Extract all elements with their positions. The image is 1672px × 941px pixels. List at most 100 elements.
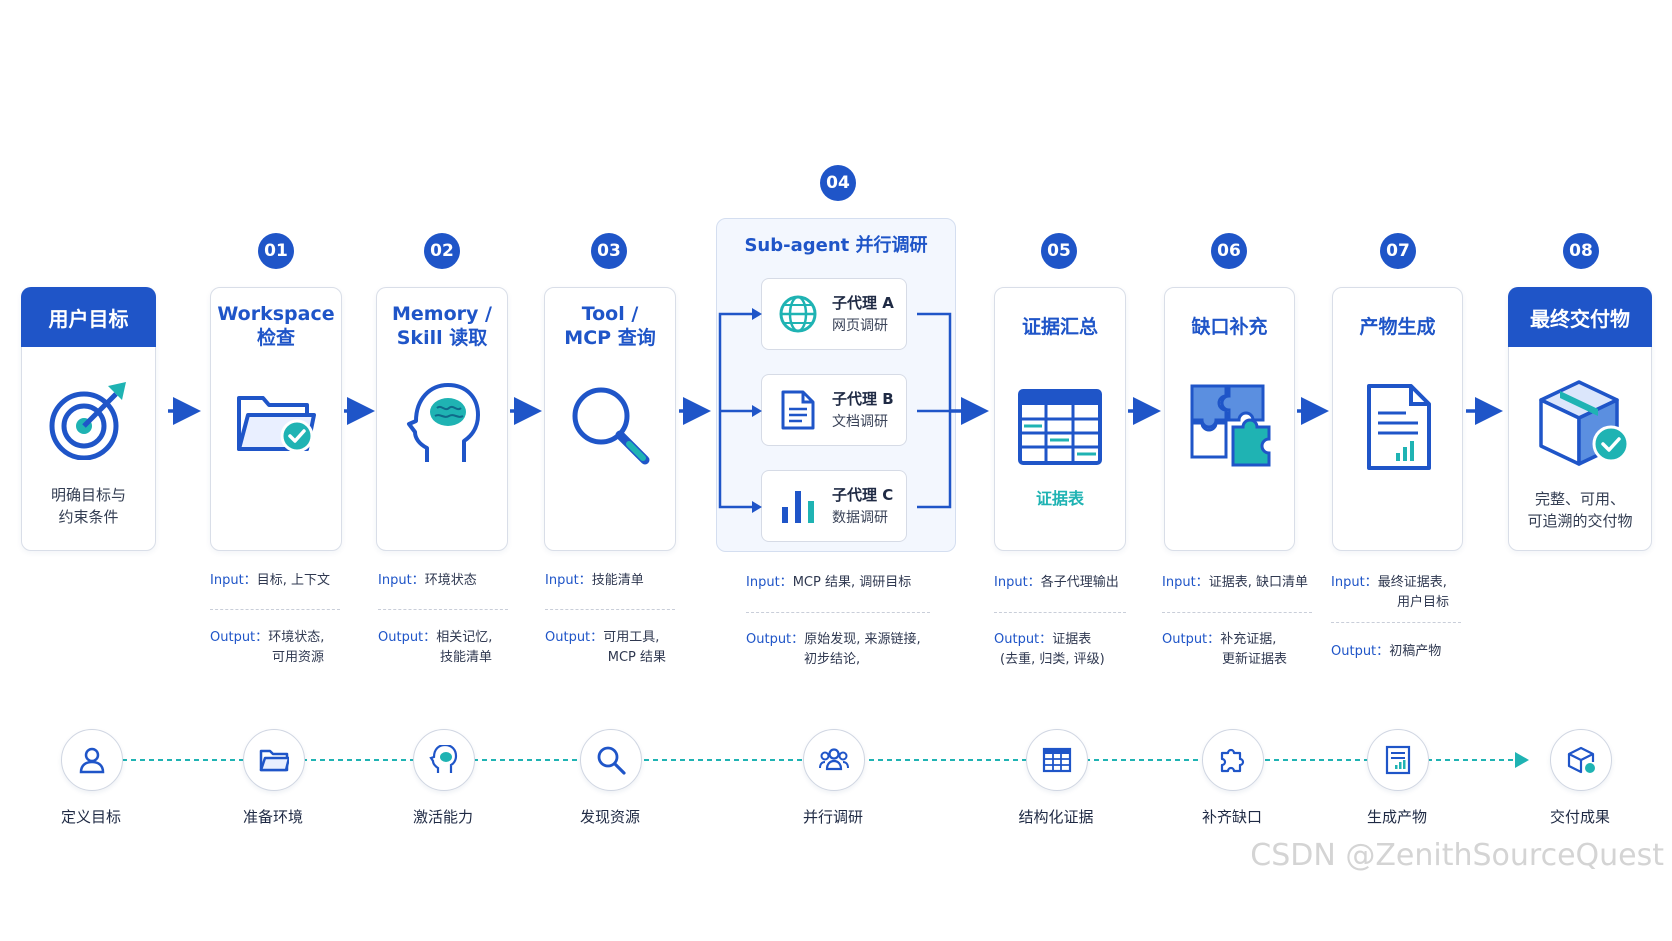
search-icon: [597, 746, 626, 775]
folder-icon: [259, 749, 289, 772]
flow-node-define-goal: [61, 729, 123, 791]
memory-output: Output：相关记忆,: [378, 630, 493, 645]
target-icon: [49, 382, 126, 460]
memory-card: Memory / Skill 读取: [376, 287, 508, 551]
gap-input: Input：证据表, 缺口清单: [1162, 575, 1308, 590]
flow-node-fill-gaps: [1202, 729, 1264, 791]
tool-output: Output：可用工具,: [545, 630, 660, 645]
box-icon: [1567, 746, 1595, 774]
magnifier-icon: [572, 387, 650, 465]
report-icon: [1367, 384, 1431, 470]
globe-icon: [779, 295, 817, 333]
memory-title-1: Memory /: [392, 303, 492, 325]
flow-node-prepare-env: [243, 729, 305, 791]
subagent-a-card: 子代理 A 网页调研: [761, 278, 907, 350]
evidence-divider: [994, 612, 1126, 613]
memory-input: Input：环境状态: [378, 573, 477, 588]
artifact-title: 产物生成: [1359, 316, 1436, 338]
step-badge-05: 05: [1041, 233, 1077, 269]
workspace-card: Workspace 检查: [210, 287, 342, 551]
flow-node-structure: [1026, 729, 1088, 791]
flow-label-activate: 激活能力: [412, 808, 473, 826]
subagent-input: Input：MCP 结果, 调研目标: [746, 575, 912, 590]
tool-divider: [545, 609, 675, 610]
workspace-title-2: 检查: [256, 327, 295, 349]
user-icon: [79, 747, 105, 774]
tool-title-2: MCP 查询: [564, 327, 656, 349]
user-goal-title: 用户目标: [21, 287, 156, 347]
memory-output-line2: 技能清单: [439, 650, 492, 665]
user-goal-card: 用户目标 明确目标与 约束条件: [21, 287, 156, 551]
bar-chart-icon: [782, 491, 814, 523]
fanout-arrowheads: [752, 308, 762, 513]
workspace-output: Output：环境状态,: [210, 630, 325, 645]
brain-icon: [429, 745, 458, 773]
artifact-input-line2: 用户目标: [1396, 595, 1449, 610]
artifact-divider: [1331, 622, 1461, 623]
flow-label-fill-gaps: 补齐缺口: [1201, 808, 1262, 826]
team-icon: [819, 748, 849, 771]
gap-card: 缺口补充: [1164, 287, 1295, 551]
tool-output-line2: MCP 结果: [607, 650, 666, 665]
step-badge-06: 06: [1211, 233, 1247, 269]
final-card: 最终交付物 完整、可用、 可追溯的交付物: [1508, 287, 1652, 551]
package-check-icon: [1539, 380, 1629, 466]
step-badge-08: 08: [1563, 233, 1599, 269]
gap-output-line2: 更新证据表: [1221, 652, 1287, 667]
puzzle-icon: [1190, 384, 1271, 467]
subagent-group: Sub-agent 并行调研 子代理 A 网页调研 子代理 B 文档调研 子代理…: [716, 218, 956, 552]
artifact-card: 产物生成: [1332, 287, 1463, 551]
subagent-title: Sub-agent 并行调研: [744, 235, 928, 256]
flow-node-generate: [1367, 729, 1429, 791]
evidence-input: Input：各子代理输出: [994, 575, 1119, 590]
subagent-a-name: 子代理 A: [832, 294, 894, 312]
flow-label-prepare-env: 准备环境: [242, 808, 303, 826]
subagent-c-card: 子代理 C 数据调研: [761, 470, 907, 542]
subagent-b-task: 文档调研: [832, 414, 888, 430]
table-icon: [1018, 389, 1102, 465]
workspace-divider: [210, 609, 340, 610]
workspace-title-1: Workspace: [217, 303, 335, 325]
subagent-divider: [746, 612, 930, 613]
fanout-lines: [718, 312, 752, 509]
step-badge-02: 02: [424, 233, 460, 269]
flow-label-parallel: 并行调研: [802, 808, 863, 826]
brain-head-icon: [407, 383, 480, 462]
flow-label-structure: 结构化证据: [1018, 808, 1094, 826]
user-goal-desc-1: 明确目标与: [50, 486, 126, 504]
flow-node-discover: [580, 729, 642, 791]
gap-output: Output：补充证据,: [1162, 632, 1277, 647]
evidence-table-label: 证据表: [1035, 489, 1084, 508]
flow-label-define-goal: 定义目标: [60, 808, 121, 826]
puzzle-icon: [1220, 748, 1245, 773]
flow-label-generate: 生成产物: [1366, 808, 1427, 826]
subagent-output: Output：原始发现, 来源链接,: [746, 632, 921, 647]
gap-title: 缺口补充: [1191, 316, 1268, 338]
evidence-card: 证据汇总 证据表: [994, 287, 1126, 551]
subagent-c-task: 数据调研: [832, 510, 888, 526]
evidence-output-line2: (去重, 归类, 评级): [1000, 652, 1105, 667]
subagent-b-name: 子代理 B: [832, 390, 894, 408]
tool-input: Input：技能清单: [545, 573, 644, 588]
final-desc-2: 可追溯的交付物: [1527, 512, 1633, 530]
evidence-output: Output：证据表: [994, 632, 1092, 647]
evidence-title: 证据汇总: [1021, 316, 1098, 338]
memory-divider: [378, 609, 508, 610]
flow-node-deliver: [1550, 729, 1612, 791]
final-title: 最终交付物: [1508, 287, 1652, 347]
gap-divider: [1162, 612, 1312, 613]
workspace-output-line2: 可用资源: [271, 650, 324, 665]
flow-node-parallel: [803, 729, 865, 791]
step-badge-04: 04: [820, 165, 856, 201]
subagent-c-name: 子代理 C: [832, 486, 894, 504]
artifact-output: Output：初稿产物: [1331, 644, 1442, 659]
table-icon: [1042, 747, 1072, 773]
memory-title-2: Skill 读取: [396, 327, 488, 349]
watermark: CSDN @ZenithSourceQuest: [1250, 838, 1664, 873]
flow-node-activate: [413, 729, 475, 791]
flow-label-deliver: 交付成果: [1549, 808, 1610, 826]
report-icon: [1385, 745, 1411, 775]
folder-check-icon: [237, 396, 316, 453]
document-icon: [781, 390, 815, 430]
